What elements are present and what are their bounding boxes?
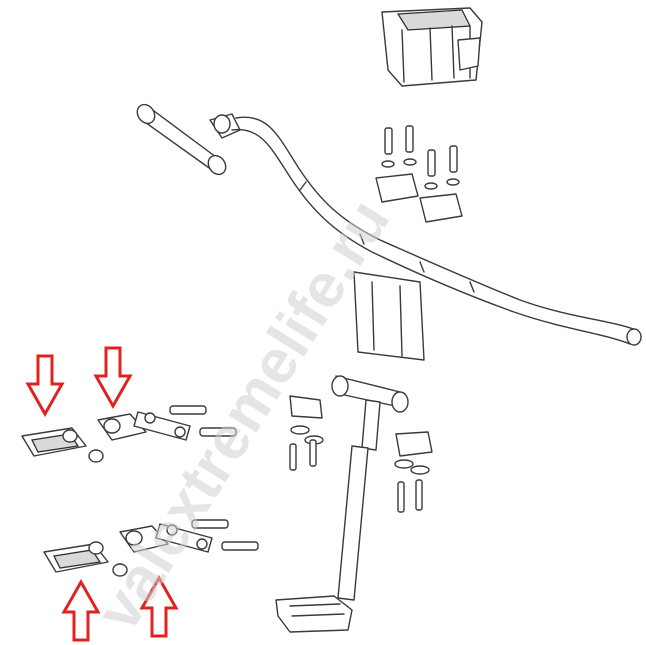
- down-arrow-icon: [93, 346, 133, 410]
- up-arrow-icon: [61, 578, 101, 642]
- up-arrow-icon: [139, 574, 179, 638]
- handlebar-cover: [381, 7, 483, 87]
- handlebar: [231, 116, 642, 346]
- parts-cluster-lower: [43, 519, 259, 577]
- top-bolts-clamps: [375, 125, 463, 223]
- stem-side-clamps: [289, 395, 433, 513]
- stem-column: [275, 271, 425, 633]
- down-arrow-icon: [25, 354, 65, 418]
- grip-tube-left: [136, 103, 241, 176]
- parts-cluster-upper: [21, 405, 237, 463]
